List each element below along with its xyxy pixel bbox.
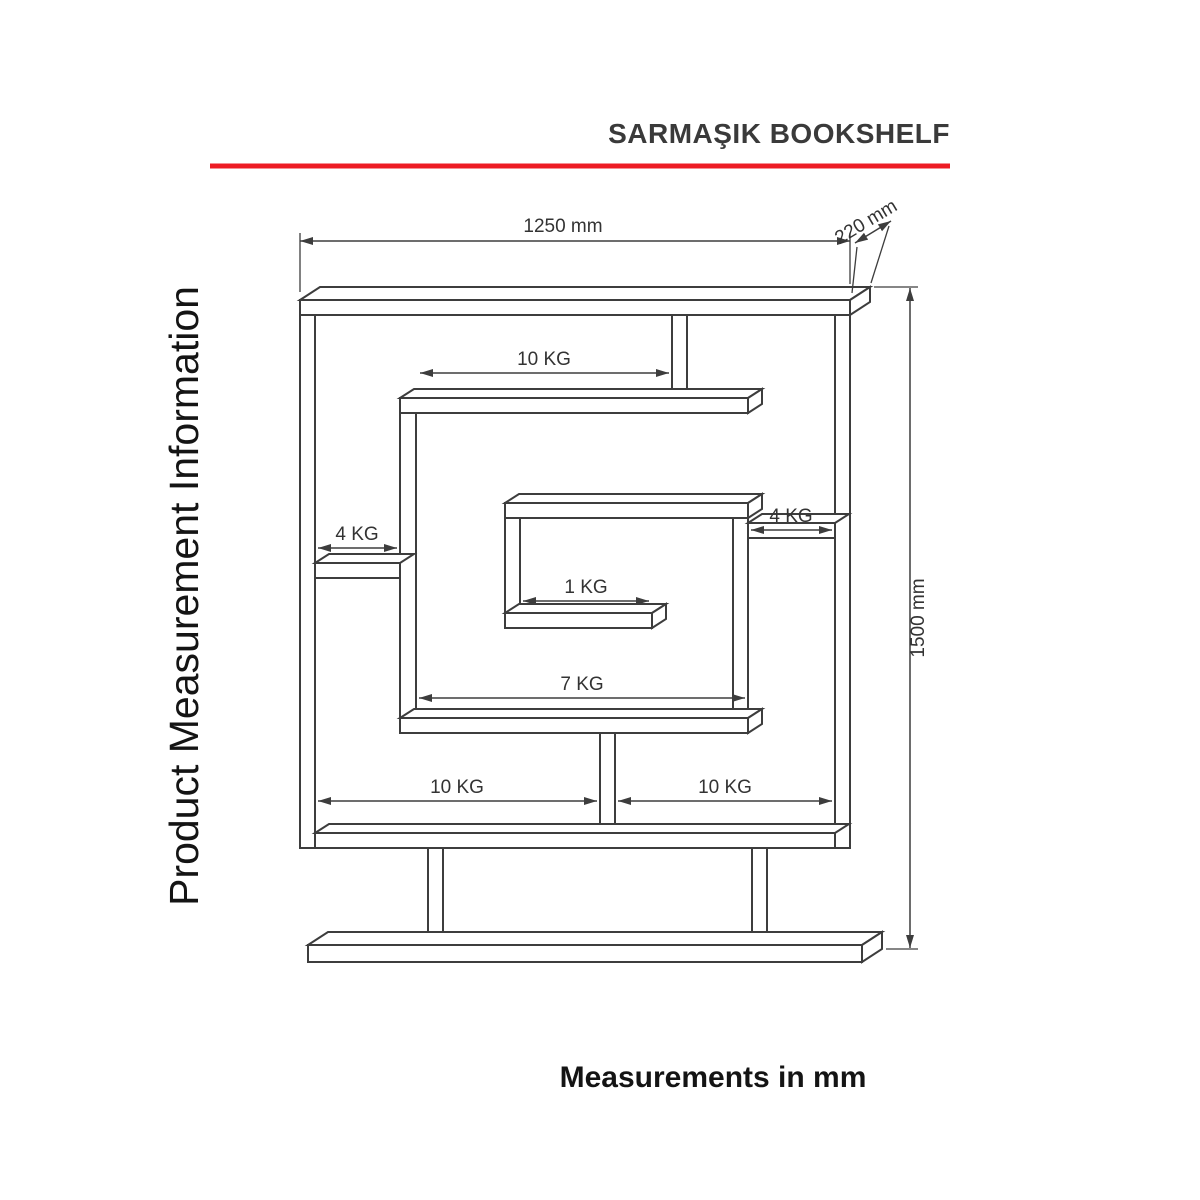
center-shelf-top-face — [501, 493, 766, 504]
base-front — [307, 944, 863, 963]
left-support — [427, 847, 444, 946]
top-divider — [671, 314, 688, 399]
depth-extension-front — [851, 246, 858, 294]
bottom-divider — [599, 732, 616, 834]
depth-extension-back — [870, 225, 890, 284]
height-dimension: 1500 mm — [874, 286, 929, 950]
second-shelf-top-face — [396, 388, 766, 399]
middle-shelf-top-face — [396, 708, 766, 719]
capacity-arrow-top: 10 KG — [420, 349, 669, 377]
side-label: Product Measurement Information — [161, 286, 207, 906]
capacity-top-label: 10 KG — [517, 349, 571, 370]
bookshelf-drawing — [296, 285, 886, 964]
capacity-arrow-right: 4 KG — [751, 506, 832, 534]
left-side-panel — [299, 299, 316, 849]
width-dimension: 1250 mm — [299, 216, 851, 292]
middle-shelf-front — [399, 717, 749, 734]
footer-note: Measurements in mm — [560, 1061, 867, 1094]
page-title: SARMAŞIK BOOKSHELF — [608, 118, 950, 149]
bottom-shelf-top-face — [311, 823, 853, 834]
depth-dimension-label: 220 mm — [831, 196, 901, 249]
top-panel-top-face — [296, 286, 874, 301]
capacity-right-label: 4 KG — [769, 506, 812, 527]
base-top-face — [304, 931, 886, 946]
top-panel-front — [299, 299, 851, 316]
capacity-bottom-left-label: 10 KG — [430, 777, 484, 798]
capacity-arrow-inner: 1 KG — [523, 577, 649, 605]
inner-shelf-front — [504, 612, 653, 629]
right-side-panel — [834, 299, 851, 849]
spiral-right-vertical — [732, 517, 749, 719]
capacity-arrow-bottom-left: 10 KG — [318, 777, 597, 805]
center-shelf-front — [504, 502, 749, 519]
capacity-inner-label: 1 KG — [564, 577, 607, 598]
capacity-arrow-left: 4 KG — [318, 524, 397, 552]
capacity-middle-label: 7 KG — [560, 674, 603, 695]
spiral-left-vertical — [399, 412, 417, 719]
height-dimension-label: 1500 mm — [908, 578, 929, 657]
depth-dimension-line — [854, 220, 892, 244]
capacity-left-label: 4 KG — [335, 524, 378, 545]
second-shelf-front — [399, 397, 749, 414]
inner-shelf-top-face — [501, 603, 670, 614]
width-dimension-label: 1250 mm — [523, 216, 602, 237]
left-shelf-top-face — [311, 553, 418, 564]
bottom-shelf-front — [314, 832, 836, 849]
depth-dimension: 220 mm — [831, 196, 901, 294]
capacity-bottom-right-label: 10 KG — [698, 777, 752, 798]
capacity-arrow-middle: 7 KG — [419, 674, 745, 702]
right-support — [751, 847, 768, 946]
center-left-vertical — [504, 517, 521, 614]
left-shelf-front — [314, 562, 401, 579]
capacity-arrow-bottom-right: 10 KG — [618, 777, 832, 805]
